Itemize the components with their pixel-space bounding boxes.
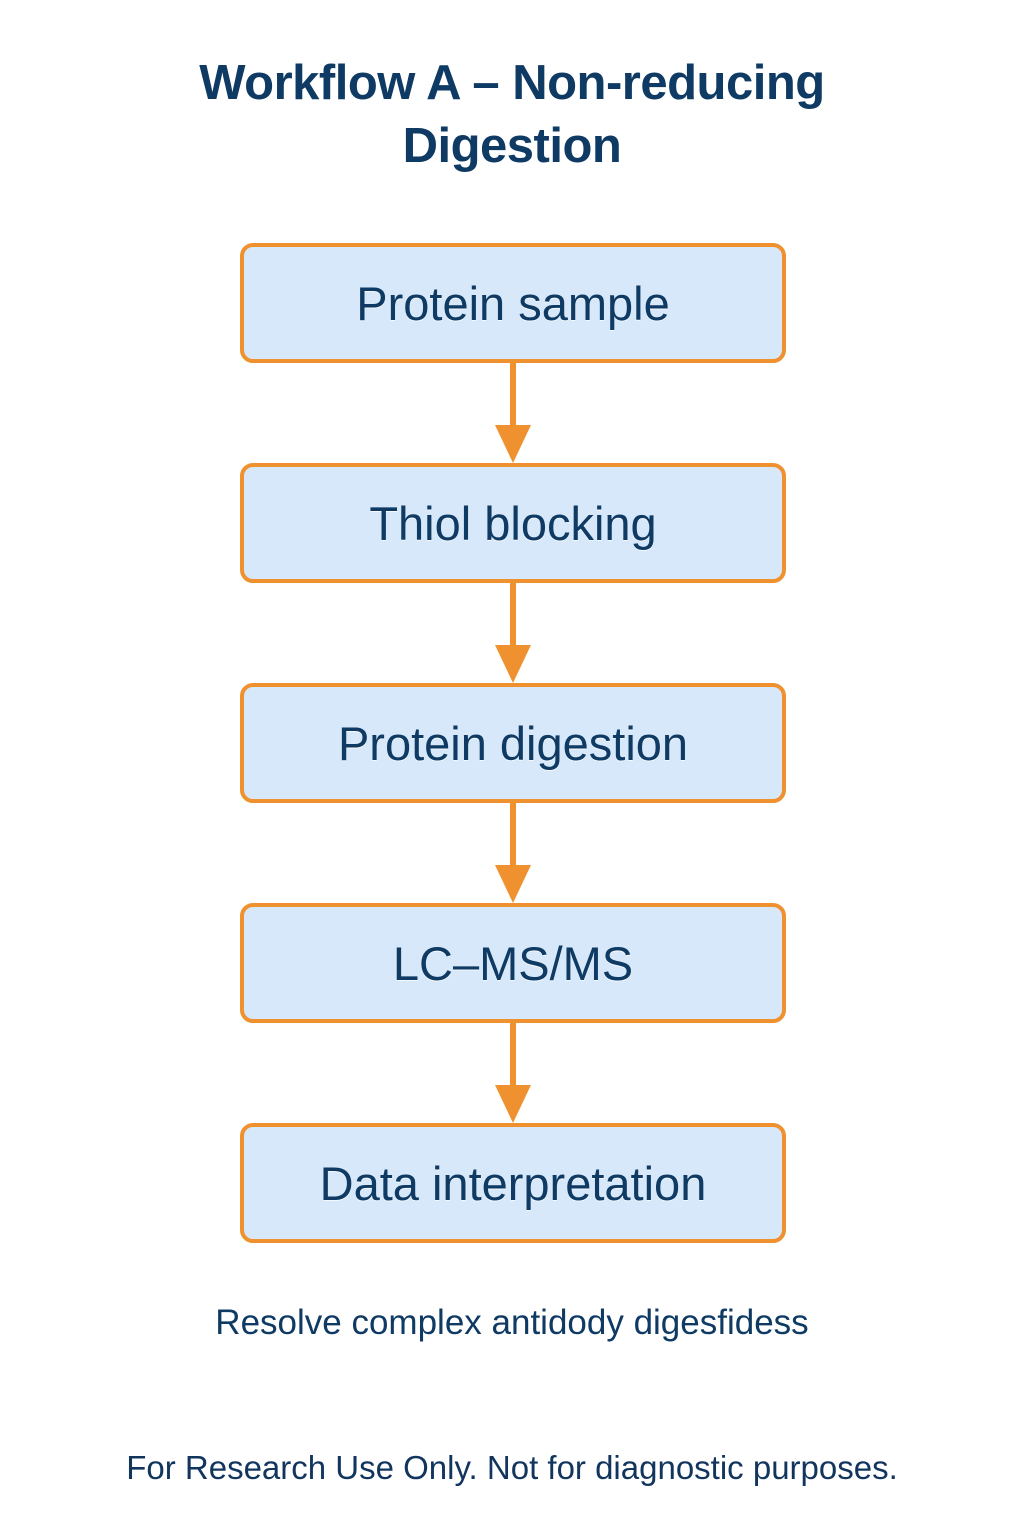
arrow-shaft (510, 803, 516, 869)
arrow-shaft (510, 363, 516, 429)
flow-node-label: LC–MS/MS (392, 936, 634, 990)
flow-connector-2 (240, 583, 786, 683)
arrow-shaft (510, 1023, 516, 1089)
arrow-down-icon (495, 1085, 531, 1123)
arrow-down-icon (495, 865, 531, 903)
flow-connector-3 (240, 803, 786, 903)
flow-node-data-interpretation: Data interpretation (240, 1123, 786, 1243)
page-title: Workflow A – Non-reducing Digestion (199, 56, 825, 173)
flow-node-lc-ms-ms: LC–MS/MS (240, 903, 786, 1023)
flow-node-protein-digestion: Protein digestion (240, 683, 786, 803)
flow-node-label: Protein sample (356, 276, 670, 330)
arrow-down-icon (495, 425, 531, 463)
workflow-caption: Resolve complex antidody digesfidess (215, 1303, 809, 1342)
flow-node-thiol-blocking: Thiol blocking (240, 463, 786, 583)
flow-node-protein-sample: Protein sample (240, 243, 786, 363)
flow-node-label: Thiol blocking (369, 496, 657, 550)
flow-connector-1 (240, 363, 786, 463)
disclaimer-footer: For Research Use Only. Not for diagnosti… (126, 1449, 898, 1486)
arrow-down-icon (495, 645, 531, 683)
workflow-flowchart: Protein sample Thiol blocking Protein di… (240, 243, 786, 1243)
flow-node-label: Protein digestion (337, 716, 689, 770)
flow-connector-4 (240, 1023, 786, 1123)
arrow-shaft (510, 583, 516, 649)
flow-node-label: Data interpretation (319, 1156, 707, 1210)
